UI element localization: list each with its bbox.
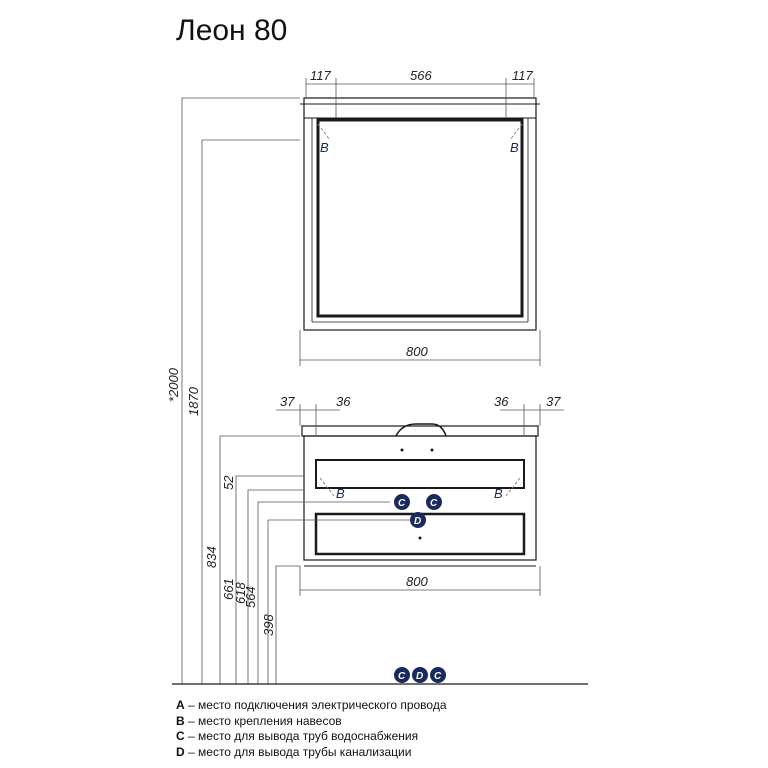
svg-text:D: D bbox=[416, 671, 423, 682]
height-label-1870: 1870 bbox=[186, 386, 201, 416]
legend-text: – место подключения электрического прово… bbox=[184, 698, 447, 712]
vanity-width-label: 800 bbox=[406, 574, 428, 589]
legend-key: D bbox=[176, 744, 185, 759]
legend-text: – место для вывода труб водоснабжения bbox=[184, 729, 419, 743]
vanity-mount-mark-right: B bbox=[494, 486, 503, 501]
floor-drain-badge: D bbox=[412, 667, 428, 683]
height-label-661: 661 bbox=[221, 578, 236, 600]
vanity-width-dimension bbox=[299, 566, 541, 596]
floor-water-badge-left: C bbox=[394, 667, 410, 683]
legend-text: – место для вывода трубы канализации bbox=[184, 744, 412, 759]
vanity-cabinet-body bbox=[303, 435, 537, 561]
legend-item: D – место для вывода трубы канализации bbox=[176, 745, 447, 761]
height-label-2000: *2000 bbox=[166, 367, 181, 402]
drawer-handle-upper-right bbox=[430, 448, 434, 452]
legend-key: B bbox=[176, 713, 185, 728]
legend-key: C bbox=[176, 729, 185, 743]
mirror-dim-right: 117 bbox=[512, 68, 533, 83]
svg-text:C: C bbox=[430, 498, 438, 509]
svg-text:C: C bbox=[398, 671, 406, 682]
vanity-countertop bbox=[301, 425, 539, 437]
mirror-dim-center: 566 bbox=[410, 68, 432, 83]
vanity-water-badge-right: C bbox=[426, 494, 442, 510]
mirror-bracket-right bbox=[509, 123, 523, 141]
vanity-water-badge-left: C bbox=[394, 494, 410, 510]
vanity-drain-badge: D bbox=[410, 512, 426, 528]
vanity-dim-inner-right: 36 bbox=[494, 394, 509, 409]
mirror-mount-mark-left: B bbox=[320, 140, 329, 155]
vanity-dim-inner-left: 36 bbox=[336, 394, 351, 409]
mirror-drawing bbox=[300, 97, 540, 331]
vanity-upper-drawer bbox=[315, 459, 525, 489]
height-dimension-lines bbox=[181, 97, 410, 684]
svg-text:C: C bbox=[434, 671, 442, 682]
vanity-basin-edge bbox=[395, 423, 447, 437]
vanity-bracket-right bbox=[505, 477, 521, 497]
drawer-handle-lower bbox=[418, 536, 422, 540]
floor-water-badge-right: C bbox=[430, 667, 446, 683]
legend-item: B – место крепления навесов bbox=[176, 714, 447, 730]
page-title: Леон 80 bbox=[176, 14, 288, 47]
mirror-outer-frame bbox=[303, 97, 537, 331]
drawer-handle-upper-left bbox=[400, 448, 404, 452]
vanity-mount-mark-left: B bbox=[336, 486, 345, 501]
vanity-dim-outer-left: 37 bbox=[280, 394, 295, 409]
legend-item: A – место подключения электрического про… bbox=[176, 698, 447, 714]
height-label-834: 834 bbox=[204, 546, 219, 568]
mirror-bracket-left bbox=[317, 123, 331, 141]
mirror-width-label: 800 bbox=[406, 344, 428, 359]
mirror-width-dimension bbox=[299, 330, 541, 366]
mirror-top-dimensions bbox=[305, 78, 535, 118]
height-label-398: 398 bbox=[261, 614, 276, 636]
vanity-top-dimensions bbox=[276, 404, 564, 436]
height-label-564: 564 bbox=[243, 586, 258, 608]
height-label-618: 618 bbox=[233, 582, 248, 604]
vanity-dim-outer-right: 37 bbox=[546, 394, 561, 409]
legend-text: – место крепления навесов bbox=[184, 713, 342, 728]
svg-text:D: D bbox=[414, 516, 421, 527]
legend-key: A bbox=[176, 698, 185, 712]
height-label-52: 52 bbox=[221, 475, 236, 490]
vanity-bracket-left bbox=[319, 477, 335, 497]
svg-text:C: C bbox=[398, 498, 406, 509]
legend-item: C – место для вывода труб водоснабжения bbox=[176, 729, 447, 745]
legend: A – место подключения электрического про… bbox=[176, 698, 447, 760]
mirror-glass bbox=[316, 118, 524, 318]
mirror-dim-left: 117 bbox=[310, 68, 331, 83]
mirror-mount-mark-right: B bbox=[510, 140, 519, 155]
mirror-top-rail bbox=[303, 103, 537, 119]
